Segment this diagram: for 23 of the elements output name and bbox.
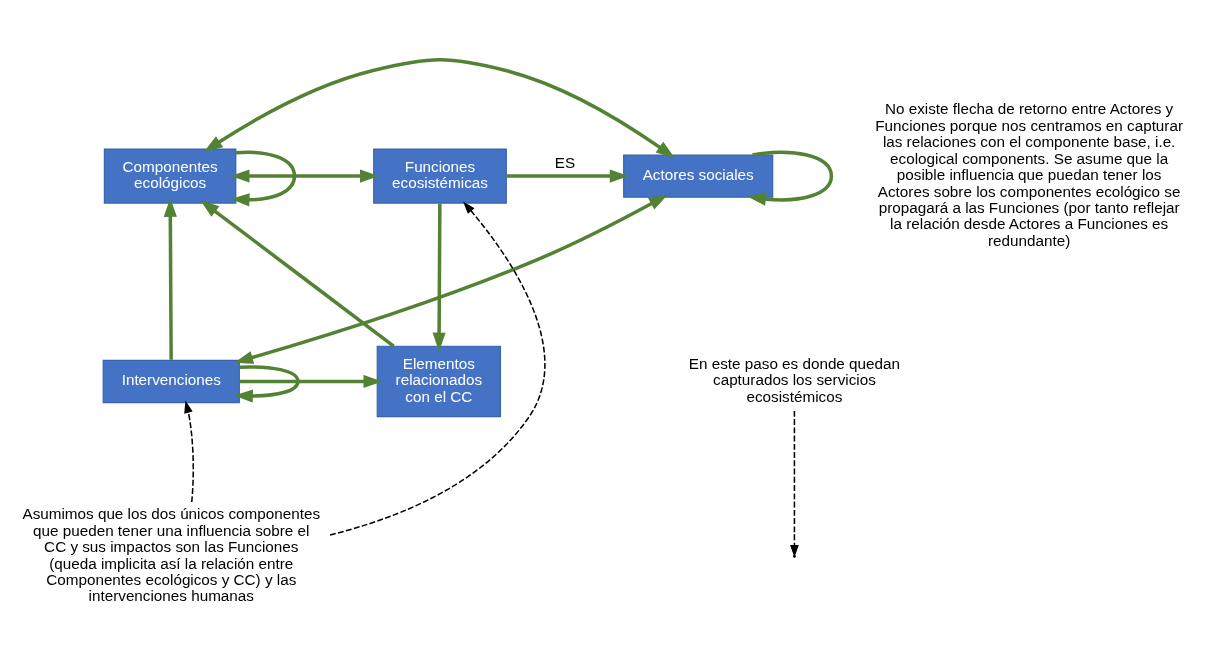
node-box: Intervenciones	[102, 359, 240, 404]
arrow	[234, 194, 668, 364]
arrow	[747, 150, 834, 206]
node-box: Elementos relacionados con el CC	[376, 345, 502, 418]
arrow	[200, 200, 395, 348]
node-text: Asumimos que los dos únicos componentes que pueden tener una influencia sobre el CC y sus impactos son las Funciones (queda implicita así la relación entre Componentes ecológicos y CC) y las intervenciones humanas	[22, 505, 321, 605]
arrow	[234, 365, 300, 403]
arrow	[432, 203, 446, 352]
node-text: En este paso es donde quedan capturados los servicios ecosistémicos	[688, 355, 900, 405]
arrow	[506, 169, 629, 183]
arrow	[163, 198, 177, 360]
arrow	[329, 201, 546, 536]
arrow	[239, 374, 383, 389]
node-box: Actores sociales	[623, 154, 774, 198]
arrow	[790, 410, 799, 558]
arrow	[203, 58, 675, 158]
arrow	[184, 400, 195, 503]
node-box: Funciones ecosistémicas	[373, 148, 507, 204]
node-box: Componentes ecológicos	[103, 148, 237, 204]
arrow	[230, 150, 297, 207]
arrow	[230, 169, 379, 183]
label: No existe flecha de retorno entre Actores y Funciones porque nos centramos en capturar las relaciones con el componente base, i.e. ecological components. Se asume que la posible influencia que puedan tener los Actores sobre los componentes ecológico se propagará a las Funciones (por tanto reflejar la relación desde Actores a Funciones es redundante)	[875, 100, 1183, 249]
edge-label: ES	[554, 154, 576, 172]
